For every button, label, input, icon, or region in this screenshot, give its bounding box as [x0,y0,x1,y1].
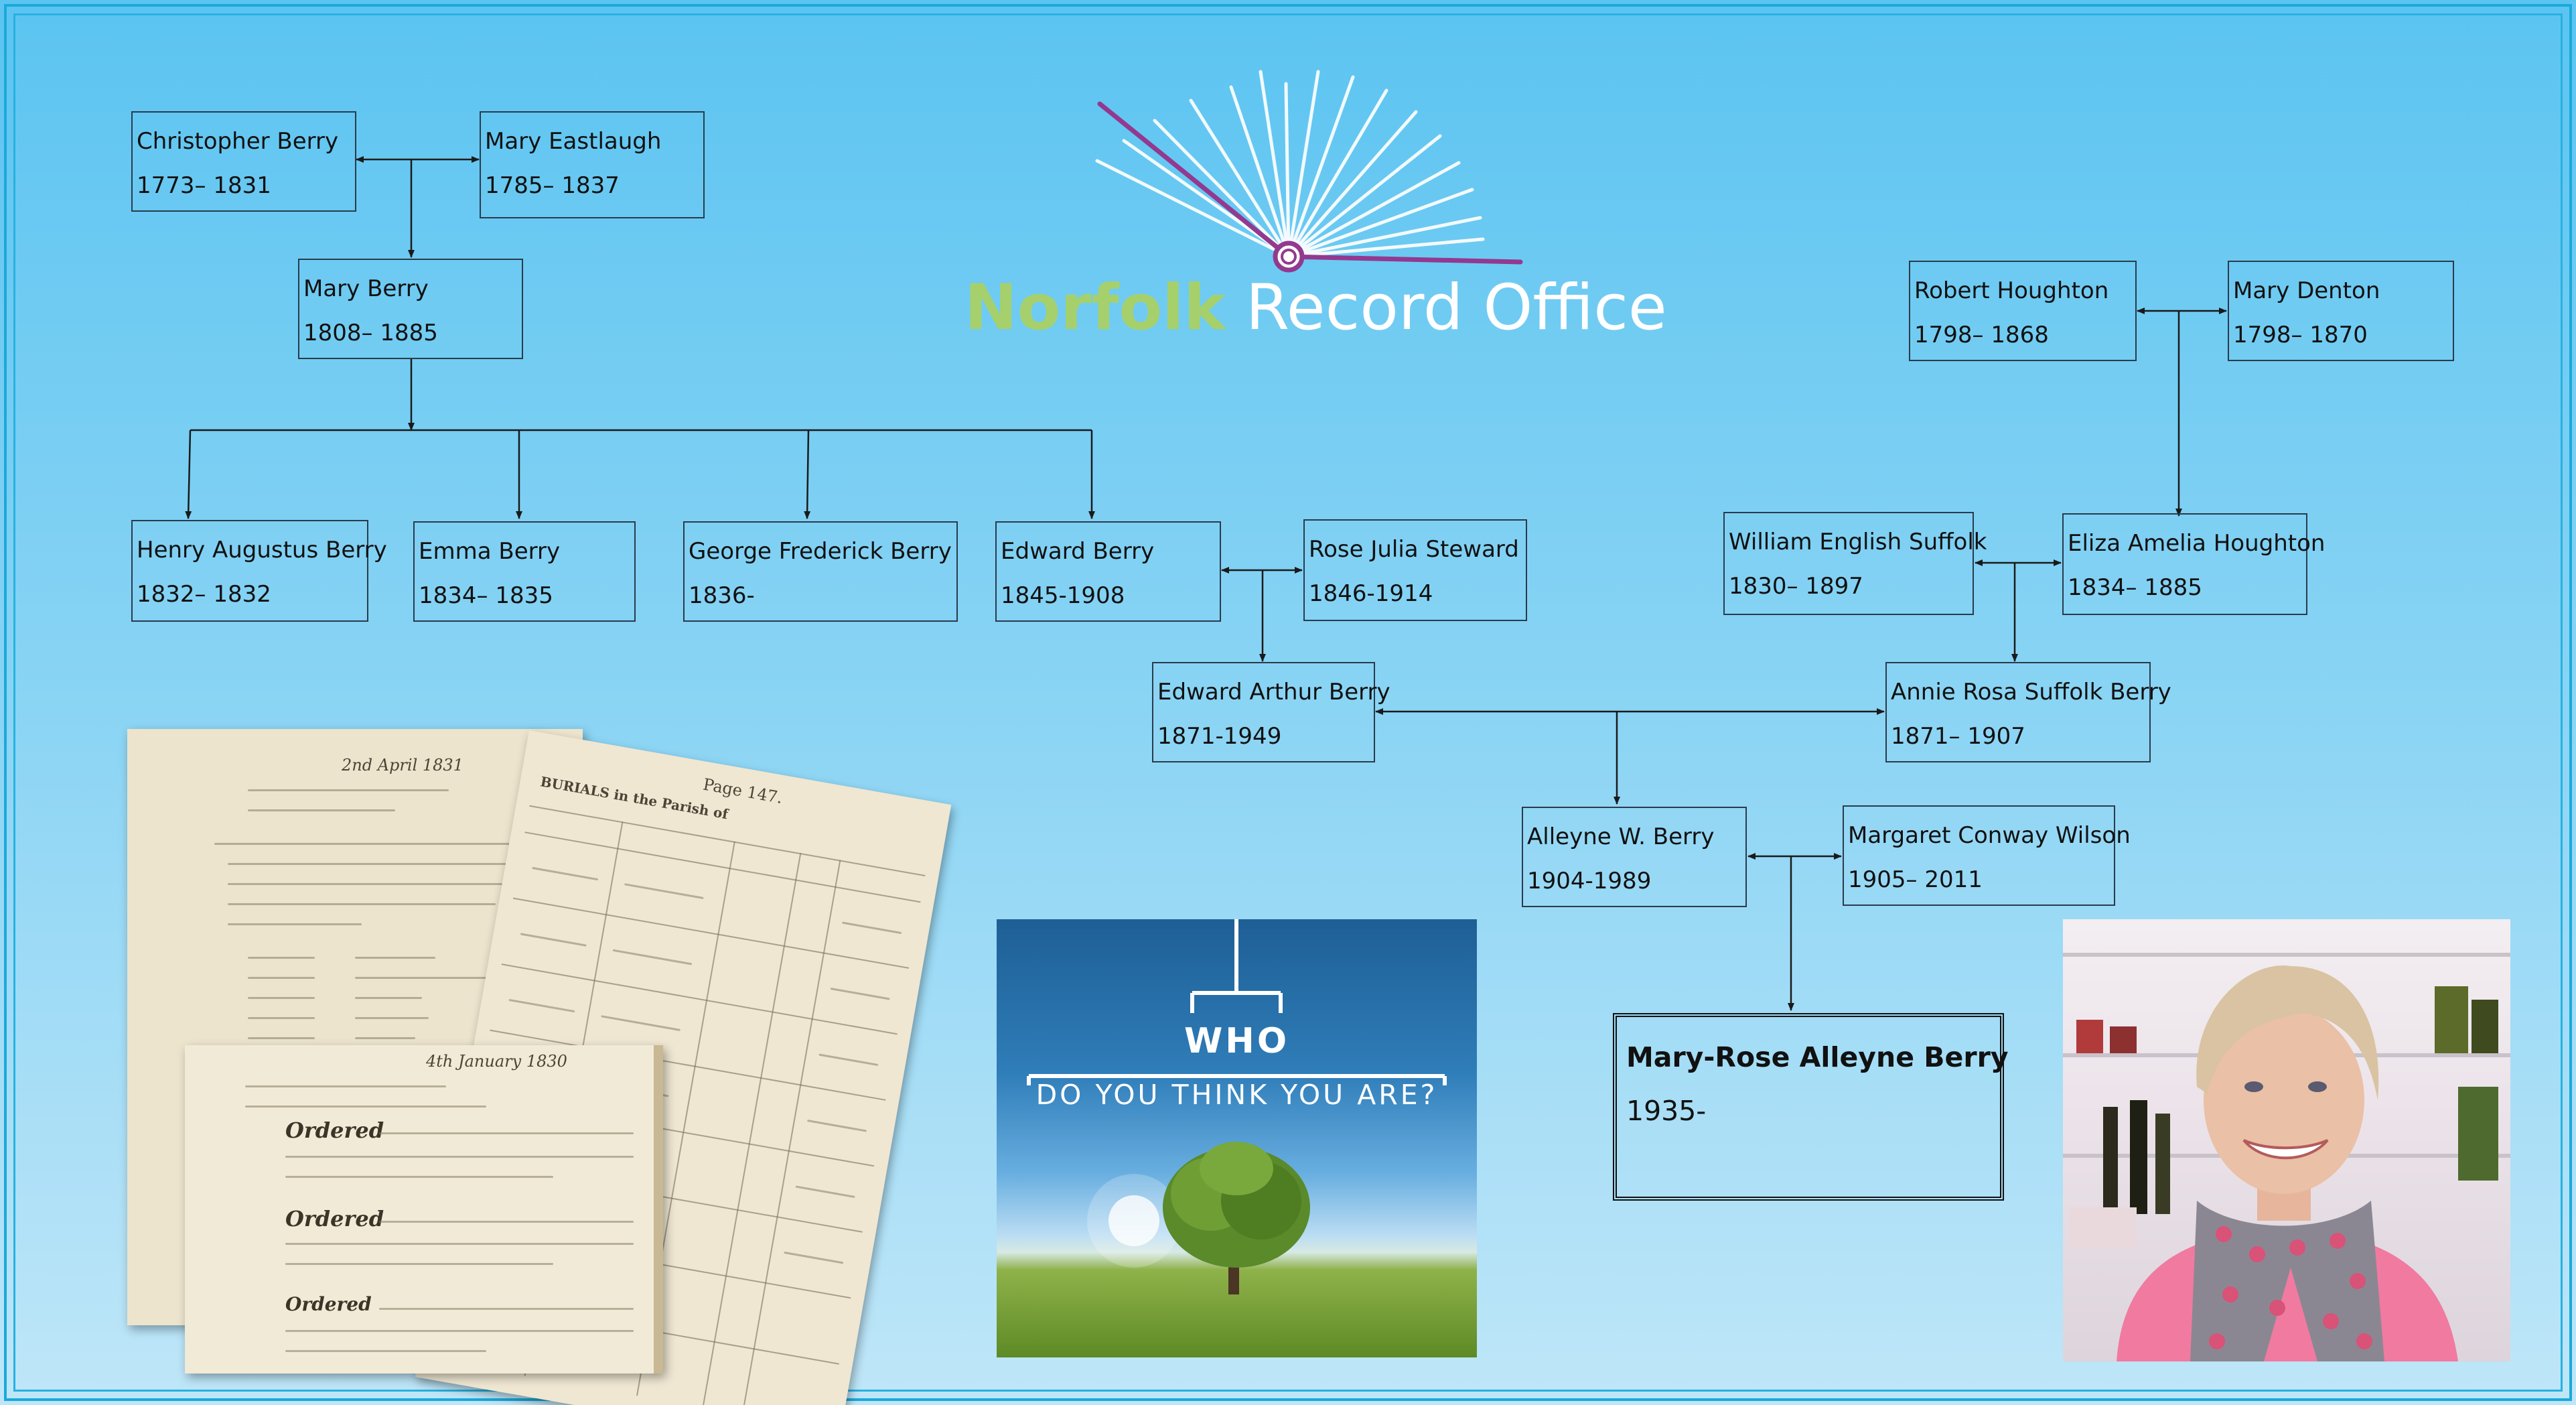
register-header: BURIALS in the Parish of [539,773,729,823]
document-minutes-page: 4th January 1830 Ordered Ordered Ordered [185,1045,663,1374]
person-name: Robert Houghton [1914,277,2109,304]
person-annie-rosa-suffolk-berry[interactable]: Annie Rosa Suffolk Berry 1871– 1907 [1885,662,2171,762]
person-name: Henry Augustus Berry [137,537,387,563]
person-mary-rose-alleyne-berry[interactable]: Mary-Rose Alleyne Berry 1935- [1613,1013,2009,1201]
person-mary-berry[interactable]: Mary Berry 1808– 1885 [298,259,523,359]
document-date: 2nd April 1831 [342,756,463,775]
poster-title-who: WHO [1184,1021,1290,1061]
person-name: William English Suffolk [1729,529,1987,555]
person-edward-berry[interactable]: Edward Berry 1845-1908 [995,521,1221,622]
person-dates: 1935- [1626,1095,1707,1127]
person-dates: 1832– 1832 [137,581,271,608]
person-name: Margaret Conway Wilson [1848,822,2131,849]
book-fan-icon [1095,70,1523,273]
person-dates: 1871– 1907 [1891,723,2025,750]
who-do-you-think-you-are-poster: WHO DO YOU THINK YOU ARE? [997,919,1477,1357]
person-robert-houghton[interactable]: Robert Houghton 1798– 1868 [1909,261,2137,361]
person-name: Edward Arthur Berry [1157,679,1390,706]
person-dates: 1808– 1885 [303,320,438,346]
person-name: Mary-Rose Alleyne Berry [1626,1041,2009,1073]
person-edward-arthur-berry[interactable]: Edward Arthur Berry 1871-1949 [1152,662,1390,762]
logo-wordmark: Norfolk Record Office [964,271,1667,344]
person-william-english-suffolk[interactable]: William English Suffolk 1830– 1897 [1723,512,1987,615]
minute-entry-3: Ordered [285,1293,372,1315]
person-dates: 1871-1949 [1157,723,1282,750]
person-name: Emma Berry [419,538,561,565]
person-dates: 1905– 2011 [1848,866,1983,893]
person-dates: 1845-1908 [1001,582,1125,609]
person-george-frederick-berry[interactable]: George Frederick Berry 1836- [683,521,958,622]
person-dates: 1773– 1831 [137,172,271,199]
person-name: Christopher Berry [137,128,339,155]
person-rose-julia-steward[interactable]: Rose Julia Steward 1846-1914 [1303,519,1527,621]
person-name: Edward Berry [1001,538,1155,565]
person-mary-eastlaugh[interactable]: Mary Eastlaugh 1785– 1837 [480,111,705,218]
minute-entry-1: Ordered [285,1118,384,1143]
person-name: Annie Rosa Suffolk Berry [1891,679,2171,706]
person-eliza-amelia-houghton[interactable]: Eliza Amelia Houghton 1834– 1885 [2062,513,2325,615]
person-dates: 1785– 1837 [485,172,620,199]
person-margaret-conway-wilson[interactable]: Margaret Conway Wilson 1905– 2011 [1843,805,2131,906]
person-dates: 1834– 1835 [419,582,553,609]
person-name: Mary Denton [2233,277,2380,304]
logo-word-record-office: Record Office [1245,271,1667,344]
norfolk-record-office-logo: Norfolk Record Office [951,64,1667,352]
portrait-photo [2063,919,2510,1361]
person-name: Rose Julia Steward [1309,536,1519,563]
person-dates: 1798– 1868 [1914,322,2049,348]
minute-entry-2: Ordered [285,1206,384,1231]
portrait-illustration [2063,953,2510,1361]
front-page-date: 4th January 1830 [426,1052,567,1071]
person-emma-berry[interactable]: Emma Berry 1834– 1835 [413,521,636,622]
person-dates: 1904-1989 [1527,868,1652,894]
logo-word-norfolk: Norfolk [964,271,1226,344]
historical-documents-collage: 2nd April 1831 Page 147. BURIALS in the … [127,717,998,1405]
person-name: Mary Berry [303,275,429,302]
person-dates: 1846-1914 [1309,580,1433,607]
person-name: Eliza Amelia Houghton [2068,530,2325,557]
person-name: George Frederick Berry [689,538,952,565]
poster-title-question: DO YOU THINK YOU ARE? [1035,1079,1438,1111]
person-dates: 1830– 1897 [1729,573,1863,600]
person-mary-denton[interactable]: Mary Denton 1798– 1870 [2228,261,2454,361]
person-name: Mary Eastlaugh [485,128,662,155]
poster-graphics [1027,919,1447,1294]
person-dates: 1798– 1870 [2233,322,2368,348]
person-alleyne-w-berry[interactable]: Alleyne W. Berry 1904-1989 [1522,807,1747,907]
person-christopher-berry[interactable]: Christopher Berry 1773– 1831 [131,111,356,212]
person-dates: 1834– 1885 [2068,574,2202,601]
person-dates: 1836- [689,582,755,609]
person-name: Alleyne W. Berry [1527,823,1715,850]
register-page-number: Page 147. [701,775,784,807]
person-henry-augustus-berry[interactable]: Henry Augustus Berry 1832– 1832 [131,520,387,622]
